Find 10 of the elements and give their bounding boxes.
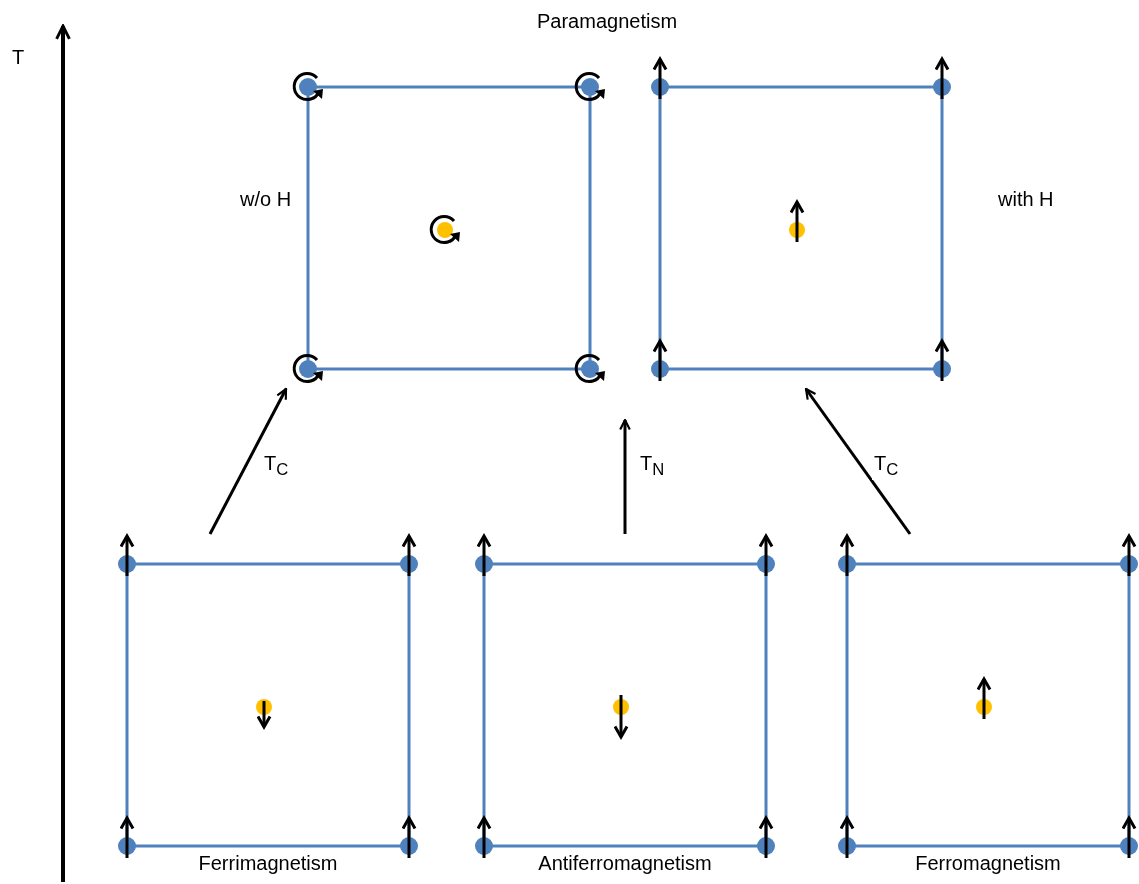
- arrow: [804, 387, 912, 535]
- phase-label: Ferrimagnetism: [197, 852, 339, 875]
- field-condition-label: w/o H: [240, 188, 292, 211]
- phase-label: Antiferromagnetism: [537, 852, 713, 875]
- arrow: [619, 418, 631, 534]
- arrow: [208, 387, 288, 535]
- group-heading: Paramagnetism: [537, 10, 678, 33]
- phase-label: Ferromagnetism: [914, 852, 1062, 875]
- field-condition-label: with H: [998, 188, 1054, 211]
- axis-label: T: [12, 46, 25, 69]
